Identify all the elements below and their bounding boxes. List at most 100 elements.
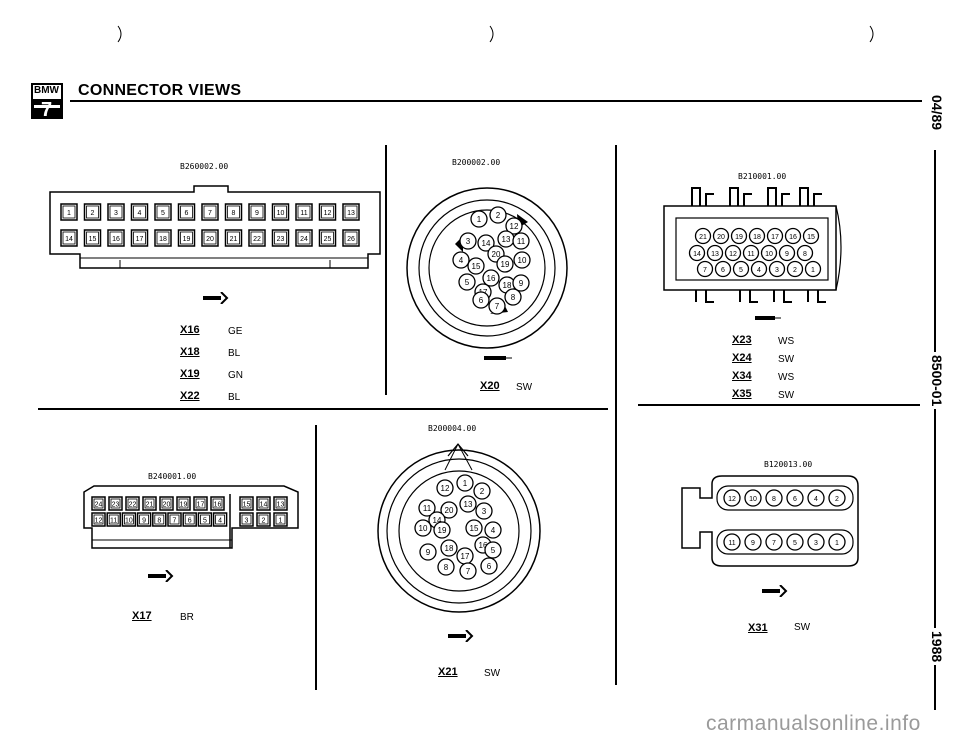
pin-square [224, 229, 243, 247]
wire-id: X22 [180, 390, 200, 402]
pin-inner [156, 205, 170, 219]
pin-label: 2 [480, 487, 485, 496]
pin-round [796, 244, 814, 262]
pin-round [440, 539, 458, 557]
wire-color: BL [228, 348, 241, 359]
pin-label: 5 [793, 540, 797, 547]
pin-label: 16 [487, 274, 496, 283]
pin-round [472, 291, 490, 309]
pin-round [828, 489, 846, 507]
pin-round [694, 227, 712, 245]
pin-label: 19 [180, 502, 188, 509]
pin-square [107, 229, 125, 247]
pin-label: 19 [438, 526, 447, 535]
pin-label: 8 [511, 293, 516, 302]
pin-round [419, 543, 437, 561]
pin-label: 21 [230, 236, 238, 243]
pin-label: 17 [461, 552, 470, 561]
pin-label: 4 [218, 518, 222, 525]
pin-square [142, 496, 157, 511]
pin-label: 15 [807, 234, 815, 241]
pin-round [768, 260, 786, 278]
pin-round [488, 297, 506, 315]
pin-inner [178, 498, 189, 509]
pin-round [766, 227, 784, 245]
pin-inner [109, 231, 123, 245]
pin-label: 20 [445, 506, 454, 515]
pin-label: 7 [772, 540, 776, 547]
pin-label: 26 [347, 236, 355, 243]
wire-color: SW [484, 668, 501, 679]
pin-label: 24 [300, 236, 308, 243]
pin-label: 2 [496, 211, 501, 220]
divider [615, 145, 617, 685]
pin-inner [212, 498, 223, 509]
pin-label: 2 [262, 518, 266, 525]
pin-label: 20 [717, 234, 725, 241]
pin-label: 8 [803, 251, 807, 258]
pin-label: 12 [441, 484, 450, 493]
pin-label: 19 [735, 234, 743, 241]
pin-inner [321, 205, 334, 219]
connector-face [675, 217, 829, 281]
connector-face [428, 209, 546, 327]
pin-label: 15 [472, 262, 481, 271]
wire-id: X24 [732, 352, 752, 364]
pin-label: 14 [260, 502, 268, 509]
pin-label: 5 [465, 278, 470, 287]
latch [807, 290, 826, 303]
pin-label: 3 [775, 267, 779, 274]
pin-square [210, 496, 225, 511]
pin-inner [297, 231, 311, 245]
pin-label: 12 [510, 222, 519, 231]
pin-label: 4 [814, 496, 818, 503]
pin-round [467, 257, 485, 275]
pin-square [154, 203, 172, 221]
pin-label: 10 [518, 256, 527, 265]
pin-label: 3 [814, 540, 818, 547]
pin-square [121, 512, 137, 527]
pin-label: 14 [693, 251, 701, 258]
pin-label: 4 [138, 210, 142, 217]
wire-color: BR [180, 612, 194, 623]
pin-round [482, 269, 500, 287]
part-code: B210001.00 [738, 172, 787, 181]
pin-label: 14 [433, 516, 442, 525]
pin-label: 11 [747, 251, 754, 258]
pin-round [505, 217, 523, 235]
logo-text: BMW [34, 85, 59, 96]
pin-round [418, 499, 436, 517]
wire-id: X18 [180, 346, 200, 358]
pin-round [489, 206, 507, 224]
pin-inner [227, 231, 240, 245]
pin-label: 10 [125, 518, 133, 525]
pin-label: 17 [136, 236, 144, 243]
wire-id: X21 [438, 666, 458, 678]
pin-label: 21 [699, 234, 707, 241]
key-line [444, 443, 459, 471]
pin-label: 9 [751, 540, 755, 547]
pin-square [108, 496, 123, 511]
pin-label: 19 [501, 260, 510, 269]
pin-inner [250, 205, 264, 219]
pin-inner [274, 205, 287, 219]
pin-square [201, 229, 219, 247]
pin-round [452, 251, 470, 269]
pin-round [513, 251, 531, 269]
pin-round [436, 479, 454, 497]
pin-label: 18 [159, 236, 167, 243]
part-code: B200002.00 [452, 158, 501, 167]
pin-round [732, 260, 750, 278]
pin-round [512, 274, 530, 292]
pin-label: 8 [444, 563, 449, 572]
page-title: CONNECTOR VIEWS [78, 82, 242, 99]
pin-label: 23 [112, 502, 120, 509]
pin-round [750, 260, 768, 278]
pin-inner [199, 514, 210, 525]
pin-inner [86, 231, 99, 245]
connector-shell-inner [418, 199, 556, 337]
pin-label: 9 [255, 210, 259, 217]
pin-label: 9 [142, 518, 146, 525]
pin-square [130, 229, 149, 247]
